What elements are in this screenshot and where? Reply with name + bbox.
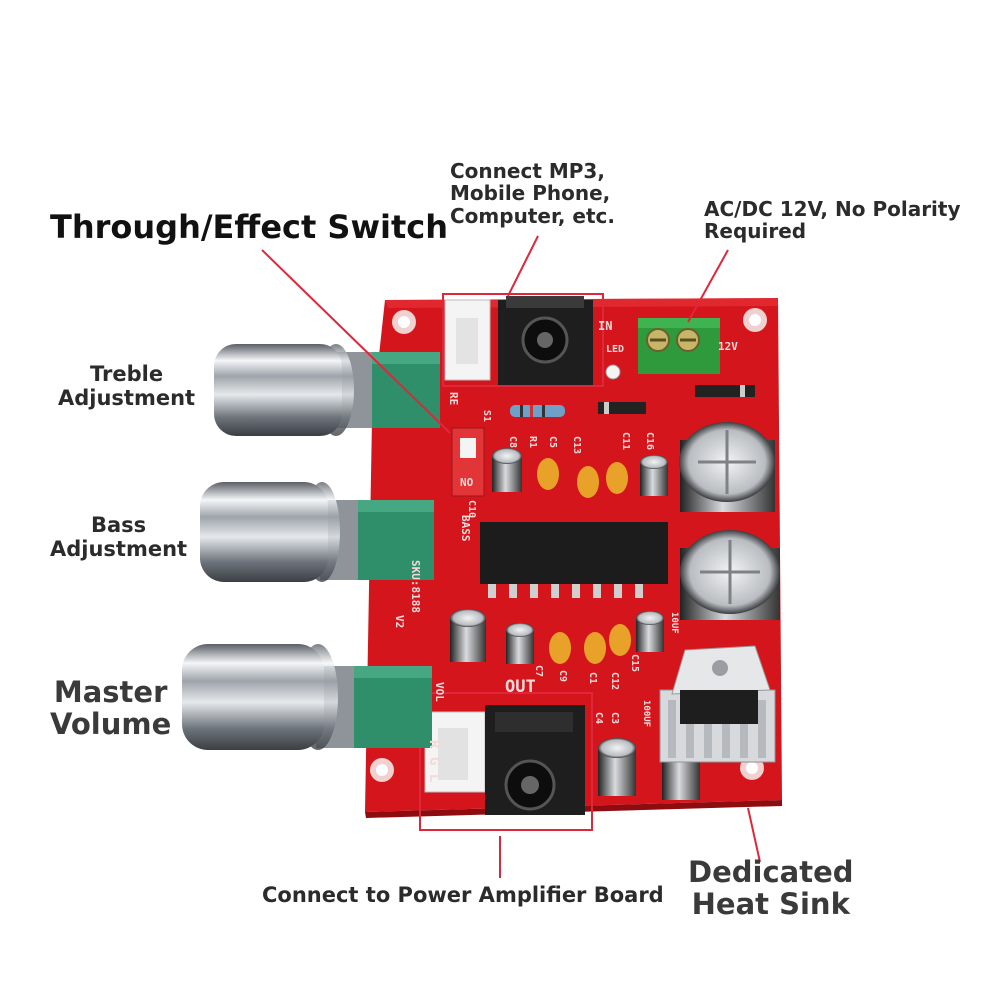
silk-c16: C16 xyxy=(644,432,655,450)
power-label: AC/DC 12V, No Polarity Required xyxy=(704,198,961,243)
silk-c15: C15 xyxy=(629,654,640,672)
heat-sink-icon xyxy=(659,645,776,763)
silk-in: IN xyxy=(598,319,612,333)
through-effect-switch-label: Through/Effect Switch xyxy=(50,208,449,246)
large-capacitor xyxy=(679,422,780,620)
silk-r1: R1 xyxy=(527,436,538,448)
power-terminal-icon xyxy=(638,318,720,374)
silk-12v: 12V xyxy=(718,340,738,353)
silk-v2: V2 xyxy=(393,615,406,628)
mounting-hole-icon xyxy=(370,308,767,782)
silk-c13: C13 xyxy=(571,436,582,454)
arrow-power xyxy=(687,249,729,323)
silk-c4: C4 xyxy=(593,712,604,724)
master-volume-potentiometer[interactable] xyxy=(182,644,432,750)
bass-knob-icon[interactable] xyxy=(200,482,328,582)
master-label-line2: Volume xyxy=(50,707,172,742)
silk-c7: C7 xyxy=(533,665,544,677)
silk-c8: C8 xyxy=(507,436,518,448)
silk-sku: SKU:8188 xyxy=(409,560,422,613)
treble-label-line2: Adjustment xyxy=(58,385,196,410)
treble-potentiometer[interactable] xyxy=(214,344,440,436)
bass-label-line1: Bass xyxy=(90,513,147,537)
arrow-switch xyxy=(261,249,451,434)
bass-label: Bass Adjustment xyxy=(50,513,188,561)
bass-label-line2: Adjustment xyxy=(50,536,188,561)
input-label-line1: Connect MP3, xyxy=(450,159,605,183)
ic-chip xyxy=(480,522,668,598)
input-label-line3: Computer, etc. xyxy=(450,203,615,228)
bass-potentiometer[interactable] xyxy=(200,482,434,582)
silk-c11: C11 xyxy=(620,432,631,450)
master-volume-label: Master Volume xyxy=(50,676,171,741)
input-jack-icon xyxy=(498,296,593,385)
silk-c3: C3 xyxy=(609,712,620,724)
heat-sink-label: Dedicated Heat Sink xyxy=(688,856,854,921)
treble-label-line1: Treble xyxy=(90,362,164,386)
output-jack-icon xyxy=(485,705,585,815)
power-label-line2: Required xyxy=(704,219,807,244)
silk-c1: C1 xyxy=(587,672,598,684)
silk-c10: C10 xyxy=(466,500,477,518)
silk-no: NO xyxy=(460,476,474,489)
heat-sink-label-line2: Heat Sink xyxy=(691,887,850,922)
silk-s1: S1 xyxy=(481,410,492,422)
treble-knob-icon[interactable] xyxy=(214,344,342,436)
treble-label: Treble Adjustment xyxy=(58,362,196,410)
silk-100uf: 100UF xyxy=(641,700,651,727)
silk-led: LED xyxy=(606,344,624,355)
power-label-line1: AC/DC 12V, No Polarity xyxy=(704,197,961,221)
silk-10uf: 10UF xyxy=(669,612,679,634)
silk-vol: VOL xyxy=(433,682,446,702)
silk-out: OUT xyxy=(505,677,536,697)
silk-c9: C9 xyxy=(557,670,568,682)
input-label: Connect MP3, Mobile Phone, Computer, etc… xyxy=(450,159,615,228)
master-label-line1: Master xyxy=(53,675,168,709)
arrow-heatsink xyxy=(747,807,761,863)
silk-c12: C12 xyxy=(609,672,620,690)
callout-arrows xyxy=(261,235,761,878)
arrow-input xyxy=(507,235,539,297)
output-label: Connect to Power Amplifier Board xyxy=(262,883,664,907)
heat-sink-label-line1: Dedicated xyxy=(688,855,854,889)
silk-c5: C5 xyxy=(547,436,558,448)
silk-rgl: R G L xyxy=(426,740,442,782)
silk-bass: BASS xyxy=(459,515,472,542)
silk-re: RE xyxy=(447,392,460,405)
input-label-line2: Mobile Phone, xyxy=(450,181,611,206)
master-knob-icon[interactable] xyxy=(182,644,324,750)
silkscreen-text: IN LED 12V NO BASS SKU:8188 V2 OUT VOL R… xyxy=(393,319,738,782)
